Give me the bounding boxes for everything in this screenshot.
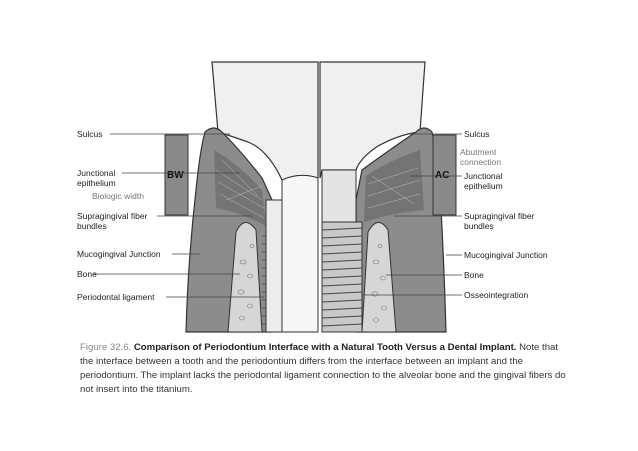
label-junctional-right-2: epithelium <box>464 181 503 191</box>
label-junctional-right-1: Junctional <box>464 171 502 181</box>
label-sulcus-right: Sulcus <box>464 129 490 139</box>
fiber-lines-right <box>367 167 421 209</box>
bw-label: BW <box>167 170 184 181</box>
label-mucogingival-left: Mucogingival Junction <box>77 249 161 259</box>
caption-title: Comparison of Periodontium Interface wit… <box>133 342 517 353</box>
fiber-lines-left <box>215 159 265 219</box>
natural-tooth-illustration <box>185 61 319 333</box>
right-labels: Sulcus Abutment connection Junctional ep… <box>362 129 548 300</box>
periodontal-ligament-fibers <box>262 235 266 325</box>
label-osseointegration: Osseointegration <box>464 290 529 300</box>
bone-right <box>361 222 397 333</box>
implant-threads <box>321 227 363 327</box>
label-junctional-left-2: epithelium <box>77 178 116 188</box>
label-sulcus-left: Sulcus <box>77 129 103 139</box>
label-junctional-left-1: Junctional <box>77 168 115 178</box>
tooth-root <box>265 199 283 333</box>
ac-label: AC <box>435 170 449 181</box>
label-supragingival-right-1: Supragingival fiber <box>464 211 535 221</box>
bone-trabeculae-right <box>371 244 387 323</box>
caption-figure-number: Figure 32.6. <box>80 342 132 353</box>
figure-caption: Figure 32.6. Comparison of Periodontium … <box>80 341 570 397</box>
bw-box <box>164 134 189 216</box>
label-periodontal-ligament: Periodontal ligament <box>77 292 155 302</box>
label-bone-right: Bone <box>464 270 484 280</box>
label-supragingival-left-2: bundles <box>77 221 107 231</box>
fiber-region-left <box>214 150 266 226</box>
label-mucogingival-right: Mucogingival Junction <box>464 250 548 260</box>
bone-left <box>227 222 263 333</box>
label-supragingival-right-2: bundles <box>464 221 494 231</box>
tooth-pulp <box>281 174 319 333</box>
left-labels: Sulcus Junctional epithelium Biologic wi… <box>77 129 264 302</box>
label-abutment-1: Abutment <box>460 147 497 157</box>
abutment <box>321 169 357 223</box>
label-supragingival-left-1: Supragingival fiber <box>77 211 148 221</box>
caption-body: Note that the interface between a tooth … <box>80 342 566 395</box>
implant-illustration <box>319 61 447 333</box>
bone-trabeculae-left <box>237 244 255 321</box>
fiber-region-right <box>364 150 424 222</box>
label-bone-left: Bone <box>77 269 97 279</box>
label-biologic-width: Biologic width <box>92 191 144 201</box>
ac-box <box>432 134 457 216</box>
label-abutment-2: connection <box>460 157 501 167</box>
